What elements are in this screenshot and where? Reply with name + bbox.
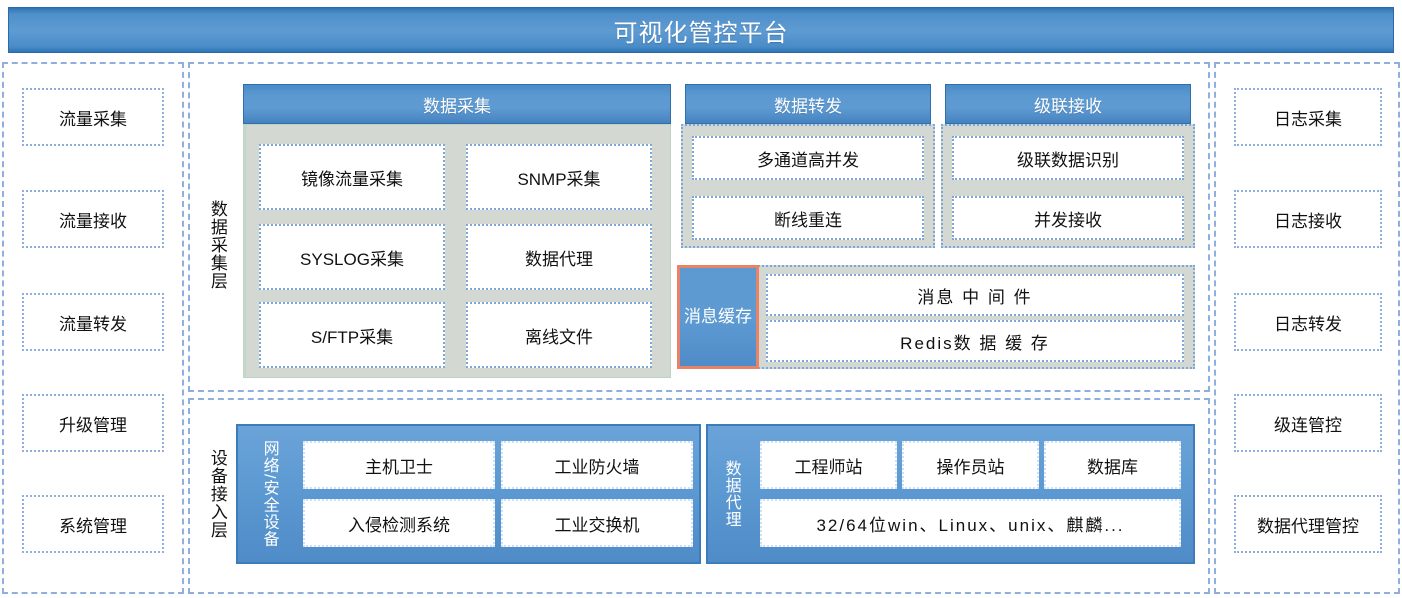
section-header-label: 级联接收 (1034, 96, 1102, 116)
data-agent-label: 数据代理 (722, 460, 740, 528)
collection-layer-label: 数据采集层 (207, 200, 227, 290)
item-label: 镜像流量采集 (301, 169, 403, 189)
message-cache-tile[interactable]: 消息缓存 (677, 265, 759, 369)
cache-item-redis-cache[interactable]: Redis数 据 缓 存 (766, 320, 1184, 362)
sidebar-item-log-receive[interactable]: 日志接收 (1234, 190, 1382, 248)
item-label: 主机卫士 (365, 457, 433, 477)
item-label: 操作员站 (936, 457, 1005, 477)
item-label: 多通道高并发 (757, 150, 859, 170)
sidebar-item-system-management[interactable]: 系统管理 (22, 495, 164, 553)
sidebar-item-label: 级连管控 (1274, 415, 1342, 435)
network-item-intrusion-detection[interactable]: 入侵检测系统 (303, 499, 495, 547)
item-label: SNMP采集 (517, 169, 601, 189)
sidebar-item-traffic-forward[interactable]: 流量转发 (22, 293, 164, 351)
network-item-industrial-switch[interactable]: 工业交换机 (501, 499, 693, 547)
cascade-item-data-recognition[interactable]: 级联数据识别 (952, 136, 1184, 180)
sidebar-item-label: 流量转发 (59, 314, 127, 334)
item-label: 数据库 (1087, 457, 1138, 477)
agent-item-platforms[interactable]: 32/64位win、Linux、unix、麒麟... (760, 499, 1181, 547)
sidebar-item-upgrade-management[interactable]: 升级管理 (22, 394, 164, 452)
platform-title-bar: 可视化管控平台 (8, 7, 1394, 53)
sidebar-item-label: 升级管理 (59, 415, 127, 435)
network-item-host-guard[interactable]: 主机卫士 (303, 441, 495, 489)
item-label: 工业交换机 (554, 515, 640, 535)
forward-item-reconnect[interactable]: 断线重连 (692, 196, 924, 240)
sidebar-item-label: 日志采集 (1274, 109, 1342, 129)
sidebar-item-traffic-receive[interactable]: 流量接收 (22, 190, 164, 248)
section-header-data-forward: 数据转发 (685, 84, 931, 124)
item-label: 工业防火墙 (554, 457, 640, 477)
sidebar-item-label: 日志接收 (1274, 211, 1342, 231)
collection-item-mirror-traffic[interactable]: 镜像流量采集 (259, 144, 445, 210)
item-label: 消息 中 间 件 (917, 287, 1033, 307)
page-title: 可视化管控平台 (613, 19, 789, 47)
section-header-label: 数据采集 (423, 96, 491, 116)
item-label: 32/64位win、Linux、unix、麒麟... (816, 515, 1125, 535)
sidebar-item-traffic-collection[interactable]: 流量采集 (22, 88, 164, 146)
item-label: 工程师站 (794, 457, 863, 477)
sidebar-item-log-collection[interactable]: 日志采集 (1234, 88, 1382, 146)
agent-item-database[interactable]: 数据库 (1044, 441, 1181, 489)
forward-item-multichannel-concurrency[interactable]: 多通道高并发 (692, 136, 924, 180)
message-cache-label: 消息缓存 (684, 307, 752, 327)
collection-item-data-agent[interactable]: 数据代理 (466, 224, 652, 290)
sidebar-item-label: 日志转发 (1274, 314, 1342, 334)
item-label: SYSLOG采集 (300, 249, 404, 269)
sidebar-item-label: 流量接收 (59, 211, 127, 231)
sidebar-item-label: 数据代理管控 (1257, 516, 1359, 536)
collection-item-offline-file[interactable]: 离线文件 (466, 302, 652, 368)
sidebar-item-data-agent-management[interactable]: 数据代理管控 (1234, 495, 1382, 553)
sidebar-item-log-forward[interactable]: 日志转发 (1234, 293, 1382, 351)
item-label: 离线文件 (525, 327, 593, 347)
agent-item-operator-station[interactable]: 操作员站 (902, 441, 1039, 489)
network-security-label: 网络/安全设备 (260, 440, 278, 548)
item-label: 级联数据识别 (1017, 150, 1119, 170)
sidebar-item-cascade-management[interactable]: 级连管控 (1234, 394, 1382, 452)
agent-item-engineer-station[interactable]: 工程师站 (760, 441, 897, 489)
sidebar-item-label: 系统管理 (59, 516, 127, 536)
item-label: 断线重连 (774, 210, 842, 230)
section-header-data-collection: 数据采集 (243, 84, 671, 124)
item-label: S/FTP采集 (310, 327, 394, 347)
sidebar-item-label: 流量采集 (59, 109, 127, 129)
cache-item-message-middleware[interactable]: 消息 中 间 件 (766, 274, 1184, 316)
network-item-industrial-firewall[interactable]: 工业防火墙 (501, 441, 693, 489)
cascade-item-concurrent-receive[interactable]: 并发接收 (952, 196, 1184, 240)
item-label: 数据代理 (525, 249, 593, 269)
collection-item-syslog[interactable]: SYSLOG采集 (259, 224, 445, 290)
item-label: 并发接收 (1034, 210, 1102, 230)
collection-item-snmp[interactable]: SNMP采集 (466, 144, 652, 210)
item-label: Redis数 据 缓 存 (900, 333, 1050, 353)
collection-item-sftp[interactable]: S/FTP采集 (259, 302, 445, 368)
section-header-cascade-receive: 级联接收 (945, 84, 1191, 124)
section-header-label: 数据转发 (774, 96, 842, 116)
item-label: 入侵检测系统 (348, 515, 450, 535)
device-access-layer-label: 设备接入层 (207, 449, 227, 539)
